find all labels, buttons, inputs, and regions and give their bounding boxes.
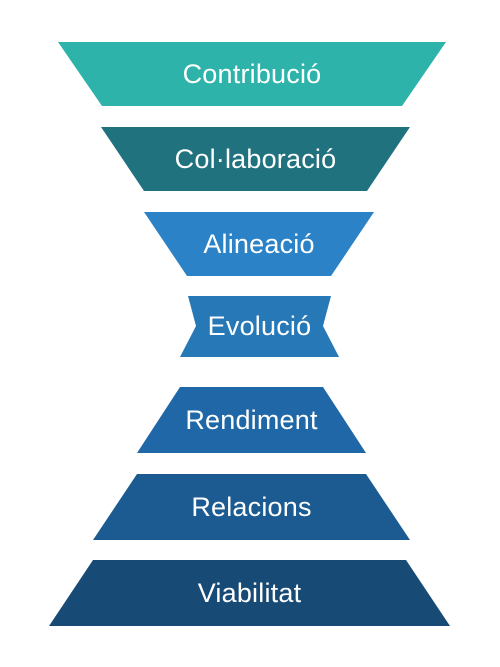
layer-contribucio-label: Contribució <box>182 58 322 89</box>
layer-rendiment-shape <box>137 387 366 453</box>
layer-viabilitat-label: Viabilitat <box>197 577 302 608</box>
layer-alineacio-shape <box>144 212 374 276</box>
layer-viabilitat-shape <box>49 560 450 626</box>
layer-contribucio: Contribució <box>58 42 446 106</box>
layer-evolucio-label: Evolució <box>207 311 312 341</box>
layer-alineacio: Alineació <box>144 212 374 276</box>
layer-alineacio-label: Alineació <box>203 228 315 259</box>
layer-relacions-shape <box>93 474 410 540</box>
layer-viabilitat: Viabilitat <box>49 560 450 626</box>
layer-evolucio-shape <box>180 296 339 357</box>
layer-relacions: Relacions <box>93 474 410 540</box>
layer-rendiment: Rendiment <box>137 387 366 453</box>
layer-relacions-label: Relacions <box>191 491 312 522</box>
layer-col-laboracio: Col·laboració <box>101 127 410 191</box>
layer-evolucio: Evolució <box>180 296 339 357</box>
layer-col-laboracio-label: Col·laboració <box>174 143 337 174</box>
layer-contribucio-shape <box>58 42 446 106</box>
layer-col-laboracio-shape <box>101 127 410 191</box>
layer-rendiment-label: Rendiment <box>185 404 318 435</box>
